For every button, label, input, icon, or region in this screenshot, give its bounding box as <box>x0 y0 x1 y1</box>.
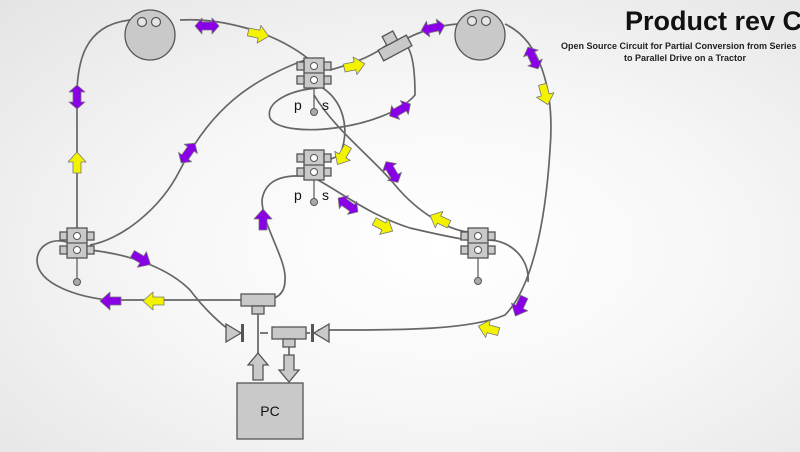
motor-right <box>454 9 506 61</box>
arrow-up-icon <box>246 351 270 381</box>
tee-fitting-icon <box>240 293 276 315</box>
diagram-title: Product rev C <box>625 6 800 36</box>
check-valve-icon <box>225 322 244 344</box>
flow-arrow-icon <box>533 81 557 108</box>
spool-valve-icon <box>59 227 95 286</box>
flow-arrow-icon <box>425 206 454 233</box>
check-valve-left <box>225 322 244 344</box>
tee-top <box>377 30 413 62</box>
valve-right <box>460 227 496 285</box>
diagram-subtitle-line2: to Parallel Drive on a Tractor <box>624 53 747 63</box>
tee-bottom-left <box>240 293 276 315</box>
pump-out-arrow <box>246 351 270 381</box>
tee-fitting-icon <box>377 30 413 62</box>
valve-left <box>59 227 95 286</box>
motor-left <box>124 9 176 61</box>
diagram-subtitle-line1: Open Source Circuit for Partial Conversi… <box>561 41 797 51</box>
flow-arrow-icon <box>419 17 447 39</box>
pump-icon <box>236 382 304 440</box>
flow-arrow-icon <box>67 151 87 174</box>
port-s-label: s <box>322 187 329 203</box>
pump-in-arrow <box>277 354 301 384</box>
motor-icon <box>454 9 506 61</box>
spool-valve-icon <box>460 227 496 285</box>
flow-arrow-icon <box>174 138 202 168</box>
port-p-label: p <box>294 187 302 203</box>
tee-fitting-icon <box>271 326 307 348</box>
flow-arrow-icon <box>99 291 122 311</box>
port-p-label: p <box>294 97 302 113</box>
pump-label: PC <box>260 403 279 419</box>
motor-icon <box>124 9 176 61</box>
flow-arrow-icon <box>253 208 273 231</box>
flow-arrow-icon <box>68 84 86 110</box>
flow-arrow-icon <box>245 22 272 46</box>
flow-arrow-icon <box>142 291 165 311</box>
pump: PC <box>236 382 304 440</box>
valve-top: p s <box>294 57 332 116</box>
port-s-label: s <box>322 97 329 113</box>
check-valve-right <box>311 322 330 344</box>
check-valve-icon <box>311 322 330 344</box>
arrow-down-icon <box>277 354 301 384</box>
flow-arrow-icon <box>475 317 502 341</box>
tee-bottom-center <box>271 326 307 348</box>
valve-middle: p s <box>294 149 332 206</box>
flow-arrow-icon <box>127 245 156 273</box>
flow-arrow-icon <box>506 292 533 321</box>
spool-valve-icon <box>296 149 332 206</box>
spool-valve-icon <box>296 57 332 116</box>
